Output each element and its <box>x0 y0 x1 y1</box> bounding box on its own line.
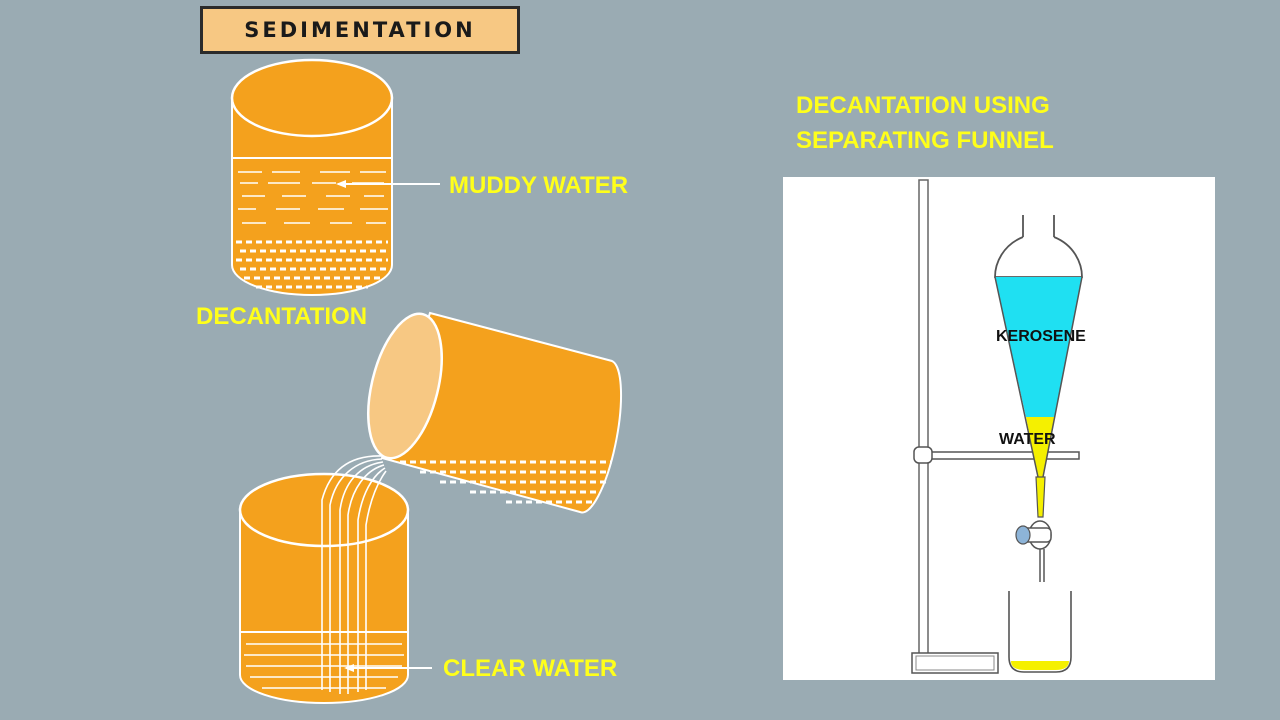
muddy-water-beaker <box>230 58 394 296</box>
stand-base <box>911 652 999 674</box>
page-title: SEDIMENTATION <box>244 18 476 42</box>
water-label: WATER <box>999 431 1056 448</box>
clear-water-label: CLEAR WATER <box>443 655 618 682</box>
collected-water <box>1011 661 1069 670</box>
pouring-stream <box>321 455 387 694</box>
stand-rod <box>918 179 929 671</box>
separating-funnel-panel: KEROSENE WATER <box>783 177 1215 680</box>
sedimentation-illustration <box>230 58 623 704</box>
clamp-arm <box>922 451 1080 460</box>
pouring-beaker <box>367 311 623 514</box>
funnel-heading-line2: SEPARATING FUNNEL <box>796 127 1054 154</box>
funnel-heading-line1: DECANTATION USING <box>796 92 1050 119</box>
title-box: SEDIMENTATION <box>200 6 520 54</box>
clamp-boss <box>913 446 933 464</box>
separating-funnel-diagram <box>911 179 1083 674</box>
collecting-beaker <box>1008 591 1072 673</box>
funnel-heading: DECANTATION USING SEPARATING FUNNEL <box>796 88 1054 158</box>
kerosene-layer <box>995 277 1082 417</box>
kerosene-label: KEROSENE <box>996 328 1086 345</box>
muddy-water-label: MUDDY WATER <box>449 172 629 199</box>
decantation-label: DECANTATION <box>196 303 368 330</box>
funnel-water-layer <box>1026 417 1055 477</box>
stopcock-handle <box>1015 525 1031 545</box>
